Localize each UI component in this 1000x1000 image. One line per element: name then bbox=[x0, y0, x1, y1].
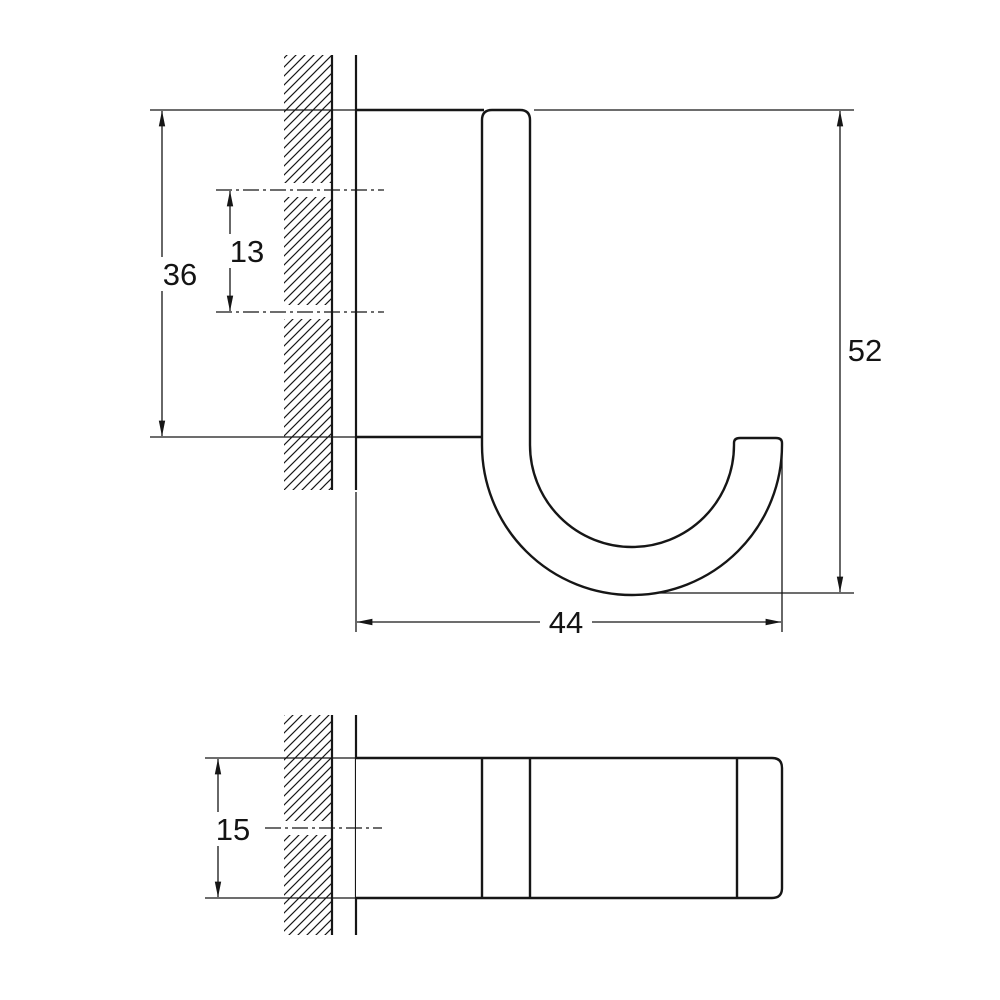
dimension-plate-height: 36 bbox=[150, 109, 356, 438]
hook-side-outline bbox=[356, 108, 784, 597]
top-view: 15 bbox=[205, 715, 784, 935]
dim-label-36: 36 bbox=[163, 257, 197, 292]
hook-top-outline bbox=[356, 756, 784, 900]
hook-plan-profile bbox=[356, 756, 784, 900]
dimension-hook-width: 15 bbox=[205, 757, 356, 899]
wall-hatch-front bbox=[284, 55, 332, 490]
dim-label-15: 15 bbox=[216, 812, 250, 847]
dimension-hole-spacing: 13 bbox=[224, 190, 270, 312]
hole-centerlines bbox=[216, 189, 384, 313]
front-view: 36 13 52 44 bbox=[150, 55, 888, 640]
wall-lines-top bbox=[330, 715, 358, 935]
dim-label-44: 44 bbox=[549, 605, 583, 640]
dim-label-13: 13 bbox=[230, 234, 264, 269]
dimension-overall-height: 52 bbox=[534, 109, 888, 594]
wall-lines-front bbox=[330, 55, 358, 490]
dimension-overall-depth: 44 bbox=[355, 452, 783, 640]
dim-label-52: 52 bbox=[848, 333, 882, 368]
j-hook-profile bbox=[480, 108, 784, 597]
